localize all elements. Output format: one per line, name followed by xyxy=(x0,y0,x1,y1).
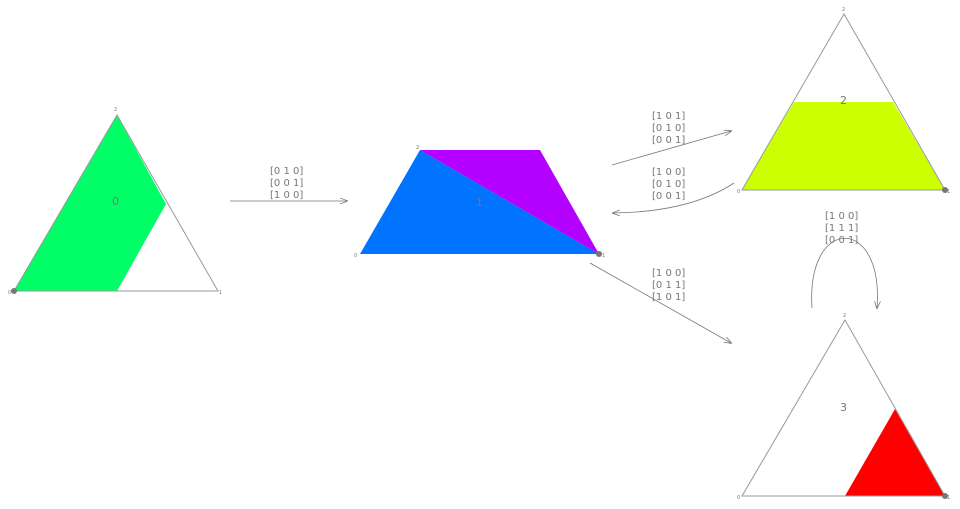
region-1-vertex-label-2: 2 xyxy=(416,145,419,151)
arrow-3-to-3: [1 0 0] [1 1 1] [0 0 1] xyxy=(811,211,878,308)
region-3: 0 1 2 3 xyxy=(737,313,950,501)
region-3-fill xyxy=(845,409,945,496)
region-0-fill xyxy=(14,115,166,291)
region-2-outline xyxy=(741,12,946,191)
region-2-vertex-label-0: 0 xyxy=(737,189,740,195)
matrix-3-to-3-row-3: [0 0 1] xyxy=(825,235,858,246)
region-1-vertex-label-1: 1 xyxy=(602,253,605,259)
region-0-vertex-label-0: 0 xyxy=(8,290,11,296)
region-0: 0 1 2 0 xyxy=(8,107,222,296)
region-3-label: 3 xyxy=(840,401,847,414)
region-1-marker xyxy=(596,251,602,257)
region-3-vertex-label-1: 1 xyxy=(947,495,950,501)
region-2: 0 1 2 2 xyxy=(737,7,950,195)
region-3-vertex-label-2: 2 xyxy=(843,313,846,319)
region-0-label: 0 xyxy=(112,195,119,208)
region-1-label: 1 xyxy=(476,196,483,209)
region-3-marker xyxy=(942,493,948,499)
matrix-1-to-2-row-3: [0 0 1] xyxy=(652,135,685,146)
region-2-label: 2 xyxy=(840,94,847,107)
arrow-1-to-3-line xyxy=(589,262,731,343)
matrix-1-to-3-row-2: [0 1 1] xyxy=(652,280,685,291)
matrix-3-to-3-row-1: [1 0 0] xyxy=(825,211,858,222)
arrow-3-to-3-loop xyxy=(811,238,878,308)
region-0-marker xyxy=(11,288,17,294)
region-1-vertex-label-0: 0 xyxy=(354,253,357,259)
matrix-1-to-3-row-3: [1 0 1] xyxy=(652,292,685,303)
region-0-outline xyxy=(13,114,219,292)
region-3-vertex-label-0: 0 xyxy=(737,495,740,501)
arrow-0-to-1: [0 1 0] [0 0 1] [1 0 0] xyxy=(230,166,347,201)
matrix-3-to-3-row-2: [1 1 1] xyxy=(825,223,858,234)
region-2-fill xyxy=(742,102,945,190)
arrow-1-to-2: [1 0 1] [0 1 0] [0 0 1] xyxy=(611,111,731,166)
region-1-fill-purple xyxy=(420,150,599,254)
matrix-2-to-1-row-1: [1 0 0] xyxy=(652,167,685,178)
region-1: 0 1 2 1 xyxy=(354,145,605,259)
arrow-1-to-2-line xyxy=(611,131,731,166)
region-1-fill-blue xyxy=(360,150,599,254)
region-0-vertex-label-1: 1 xyxy=(219,290,222,296)
matrix-1-to-2-row-2: [0 1 0] xyxy=(652,123,685,134)
matrix-1-to-3-row-1: [1 0 0] xyxy=(652,268,685,279)
matrix-0-to-1-row-3: [1 0 0] xyxy=(270,190,303,201)
region-3-outline xyxy=(741,318,946,497)
arrow-2-to-1: [1 0 0] [0 1 0] [0 0 1] xyxy=(613,167,735,213)
matrix-0-to-1-row-2: [0 0 1] xyxy=(270,178,303,189)
matrix-2-to-1-row-2: [0 1 0] xyxy=(652,179,685,190)
matrix-2-to-1-row-3: [0 0 1] xyxy=(652,191,685,202)
matrix-0-to-1-row-1: [0 1 0] xyxy=(270,166,303,177)
region-0-vertex-label-2: 2 xyxy=(114,107,117,113)
arrow-1-to-3: [1 0 0] [0 1 1] [1 0 1] xyxy=(589,262,731,343)
region-2-marker xyxy=(942,187,948,193)
region-2-vertex-label-1: 1 xyxy=(947,189,950,195)
matrix-1-to-2-row-1: [1 0 1] xyxy=(652,111,685,122)
arrow-2-to-1-curve xyxy=(613,182,735,213)
region-2-vertex-label-2: 2 xyxy=(842,7,845,13)
